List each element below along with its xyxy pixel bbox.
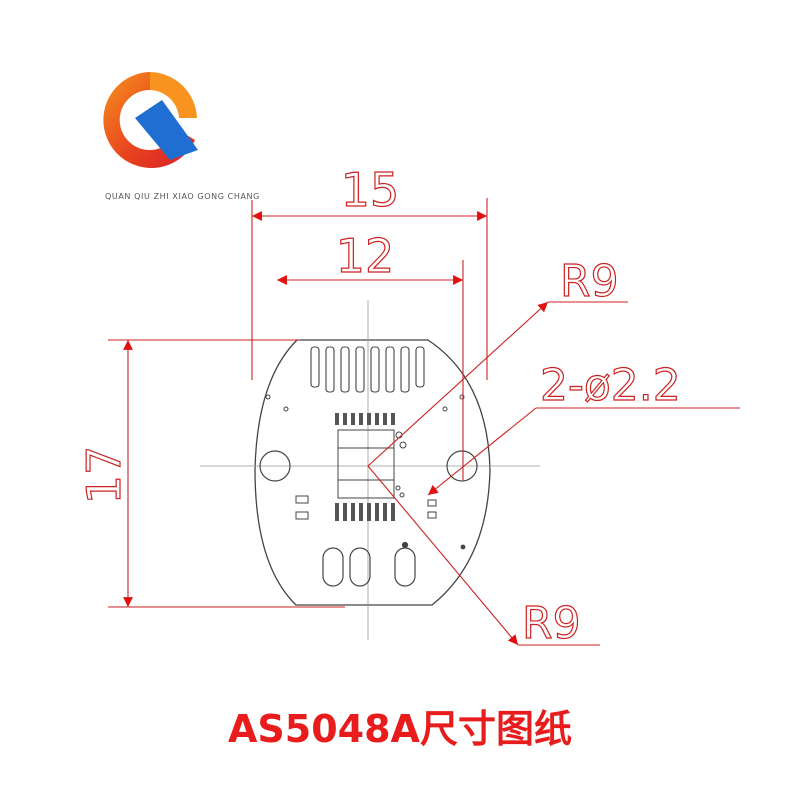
dimension-lines bbox=[108, 198, 740, 646]
sensor-chip bbox=[335, 413, 395, 521]
bottom-pads bbox=[322, 541, 466, 587]
dim-width-outer: 15 bbox=[341, 163, 400, 217]
label-holes: 2-ø2.2 bbox=[540, 360, 681, 411]
label-radius-top: R9 bbox=[560, 256, 619, 307]
dim-width-inner: 12 bbox=[336, 229, 395, 283]
pcb-board bbox=[200, 300, 540, 640]
small-pads bbox=[265, 394, 465, 520]
drawing-caption: AS5048A尺寸图纸 bbox=[228, 707, 572, 751]
top-slots bbox=[310, 346, 425, 393]
dim-height: 17 bbox=[77, 446, 131, 505]
mounting-holes bbox=[259, 450, 478, 482]
brand-text: QUAN QIU ZHI XIAO GONG CHANG bbox=[105, 192, 260, 201]
label-radius-bottom: R9 bbox=[522, 598, 581, 649]
